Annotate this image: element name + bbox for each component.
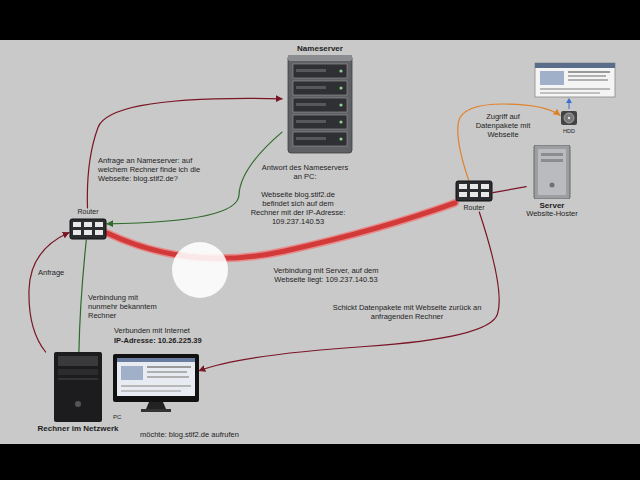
- nameserver-rack-icon: [282, 55, 358, 155]
- node-label: Server: [540, 201, 565, 210]
- edge-label: Schickt Datenpakete mit Webseite zurück …: [332, 303, 482, 321]
- dns-answer-note: Webseite blog.stif2.de befindet sich auf…: [248, 190, 348, 226]
- connector-line: [79, 240, 86, 352]
- pc-monitor-icon: [113, 354, 199, 412]
- connector-line: [29, 233, 69, 353]
- connector: [493, 187, 526, 193]
- router-icon-icon: [69, 218, 107, 240]
- node-label: PC: [113, 414, 121, 421]
- ip-address-note: IP-Adresse: 10.26.225.39: [114, 336, 224, 345]
- hard-disk: HDD: [560, 110, 578, 134]
- network-note: Verbunden mit Internet: [114, 326, 224, 335]
- node-label: HDD: [563, 128, 575, 134]
- cursor-highlight: [172, 242, 228, 298]
- connector-line: [493, 187, 526, 193]
- pc-tower: Rechner im Netzwerk: [38, 352, 119, 433]
- connector: [87, 98, 282, 208]
- node-label: Nameserver: [297, 44, 343, 53]
- connector: [79, 240, 86, 352]
- web-server: ServerWebsite-Hoster: [526, 145, 578, 219]
- node-label: Website-Hoster: [526, 210, 578, 219]
- pc-tower-icon: [52, 352, 104, 422]
- edge-label: Antwort des Nameservers an PC:: [260, 163, 350, 181]
- router-icon: Router: [69, 208, 107, 240]
- connector-line: [199, 212, 499, 371]
- edge-label: Anfrage: [38, 268, 78, 277]
- hard-disk-icon: [560, 110, 578, 126]
- edge-label: Anfrage an Nameserver: auf welchem Rechn…: [98, 156, 216, 183]
- connector: [199, 212, 499, 371]
- pc-monitor: PC: [113, 354, 199, 421]
- router-icon-icon: [455, 180, 493, 202]
- edge-label: Verbindung mit nunmehr bekanntem Rechner: [88, 293, 168, 320]
- connector-line: [87, 98, 282, 208]
- node-label: Router: [463, 204, 484, 212]
- edge-label: Verbindung mit Server, auf dem Webseite …: [268, 266, 384, 284]
- website-thumbnail: [535, 63, 615, 97]
- web-server-icon: [530, 145, 574, 199]
- request-note: möchte: blog.stif2.de aufrufen: [140, 430, 270, 439]
- node-label: Router: [77, 208, 98, 216]
- nameserver-rack: Nameserver: [282, 44, 358, 155]
- upload-arrow: [566, 98, 572, 109]
- node-label: Rechner im Netzwerk: [38, 424, 119, 433]
- edge-label: Zugriff auf Datenpakete mit Webseite: [470, 112, 536, 139]
- connector: [29, 233, 69, 353]
- router-icon: Router: [455, 180, 493, 212]
